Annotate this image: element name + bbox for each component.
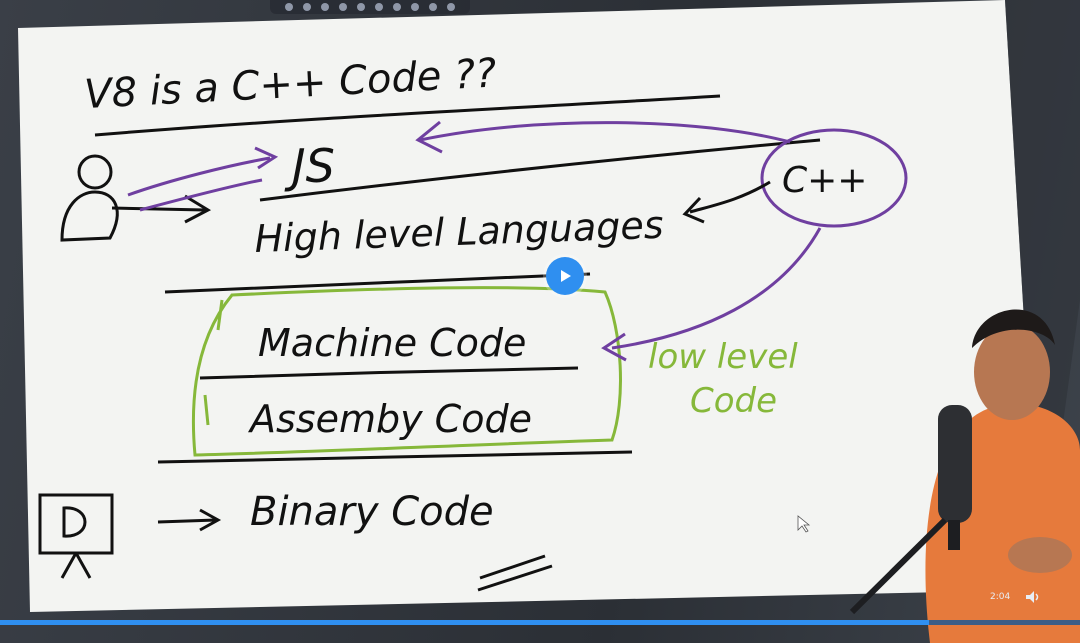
play-icon	[561, 270, 571, 282]
lasso-icon[interactable]	[339, 3, 347, 11]
text-icon[interactable]	[375, 3, 383, 11]
cpp-label: C++	[782, 160, 867, 201]
low-level-label-line2: Code	[690, 381, 777, 421]
layers-icon[interactable]	[447, 3, 455, 11]
video-progress-fill	[0, 620, 929, 625]
low-level-label-line1: low level	[648, 337, 798, 377]
computer-to-binary-arrow	[157, 508, 222, 532]
pen-icon[interactable]	[285, 3, 293, 11]
volume-icon[interactable]	[1024, 589, 1042, 605]
eye-icon[interactable]	[393, 3, 401, 11]
computer-icon	[38, 493, 114, 579]
record-icon[interactable]	[429, 3, 437, 11]
playback-time: 2:04	[990, 592, 1011, 602]
binary-code-label: Binary Code	[250, 489, 494, 535]
cpp-circle	[760, 128, 908, 228]
drawing-toolbar	[270, 0, 470, 14]
low-level-box	[191, 286, 622, 457]
double-underline	[477, 554, 553, 592]
shapes-icon[interactable]	[357, 3, 365, 11]
js-label: JS	[284, 139, 335, 193]
assembly-code-label: Assemby Code	[247, 397, 532, 441]
person-icon	[60, 154, 212, 242]
presenter-video	[849, 309, 1080, 643]
camera-icon[interactable]	[411, 3, 419, 11]
cpp-to-js-arrow	[415, 120, 791, 154]
machine-code-label: Machine Code	[258, 321, 526, 365]
eraser-icon[interactable]	[321, 3, 329, 11]
cpp-to-machine-code-arrow	[601, 227, 822, 362]
play-button[interactable]	[546, 257, 584, 295]
person-to-js-arrows	[127, 146, 279, 212]
highlighter-icon[interactable]	[303, 3, 311, 11]
cpp-to-high-level-arrow	[682, 180, 771, 224]
cursor-icon	[797, 515, 811, 533]
video-progress-bar[interactable]	[0, 620, 1080, 625]
